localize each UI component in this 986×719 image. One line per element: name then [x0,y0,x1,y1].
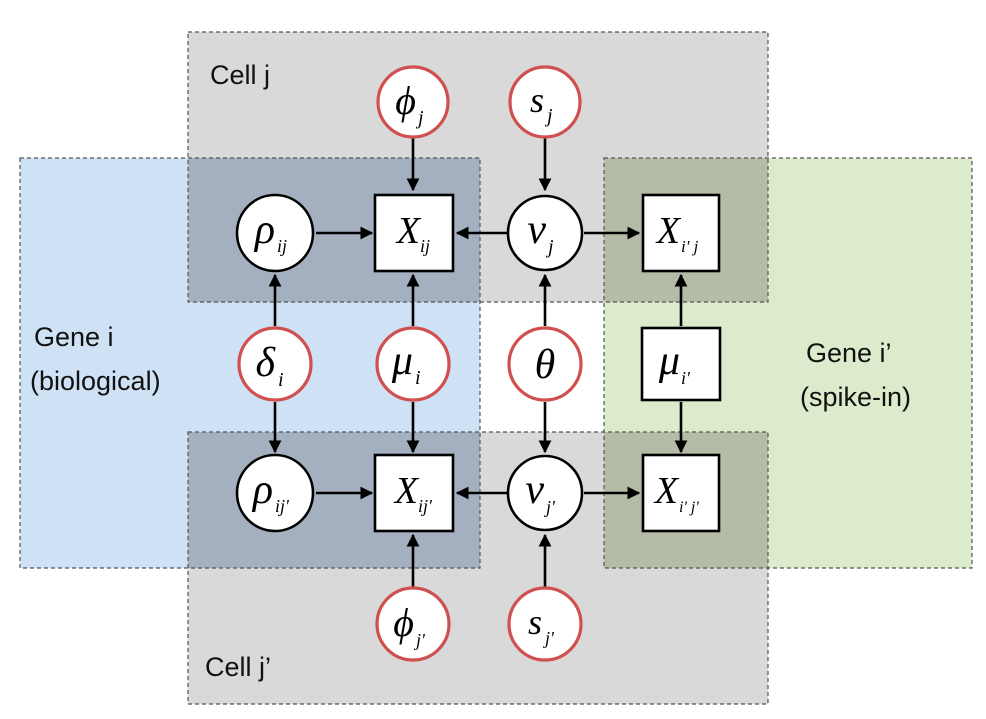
s-j-subscript: j [544,105,553,127]
svg-text:s: s [528,602,542,642]
x-ipjp-node [641,453,721,533]
x-ij-symbol: X [395,210,422,252]
svg-text:i: i [415,367,421,389]
svg-text:ν: ν [527,207,546,253]
svg-text:X: X [655,210,682,252]
delta-i-node [237,326,313,402]
nu-jp-subscript: j' [544,497,556,517]
delta-i-symbol: δ [255,340,276,386]
mu-ip-node [640,326,722,402]
svg-text:X: X [393,470,420,512]
svg-text:j': j' [414,630,426,650]
gene-i-prime-label-line2: (spike-in) [800,382,911,412]
phi-jp-node [375,586,451,662]
svg-text:μ: μ [391,338,413,384]
x-ipjp-subscript: i' j' [679,499,699,516]
svg-text:i' j: i' j [681,237,699,256]
nu-jp-node [506,454,584,532]
svg-text:ϕ: ϕ [393,600,414,645]
x-ipj-subscript: i' j [681,237,699,256]
x-ijp-subscript: ij' [418,496,433,516]
rho-ij-subscript: ij [277,236,287,256]
svg-text:i: i [278,369,284,391]
x-ipj-node [641,193,721,273]
svg-text:j: j [544,105,553,127]
svg-text:ν: ν [525,467,544,513]
cell-j-label: Cell j [210,60,270,90]
gene-i-label-line2: (biological) [30,366,161,396]
svg-text:X: X [653,470,680,512]
cell-j-prime-label: Cell j’ [205,652,271,682]
rho-ijp-symbol: ρ [251,467,273,513]
x-ij-subscript: ij [420,236,430,256]
phi-j-subscript: j [415,107,424,129]
theta-symbol: θ [535,342,556,388]
x-ijp-symbol: X [393,470,420,512]
mu-i-subscript: i [415,367,421,389]
svg-text:i' j': i' j' [679,499,699,516]
s-j-node [508,65,582,139]
svg-text:X: X [395,210,422,252]
svg-text:ρ: ρ [253,207,275,253]
svg-text:δ: δ [255,340,276,386]
cell-j-plate-border [187,31,769,303]
svg-text:ϕ: ϕ [395,78,416,123]
svg-text:j: j [545,236,554,258]
nu-jp-symbol: ν [525,467,544,513]
s-jp-node [507,586,583,662]
svg-text:ij': ij' [275,496,290,516]
phi-j-symbol: ϕ [395,78,416,123]
mu-i-symbol: μ [391,338,413,384]
delta-i-subscript: i [278,369,284,391]
gene-i-prime-label-line1: Gene i’ [806,338,892,368]
svg-text:θ: θ [535,342,556,388]
rho-ij-node [235,193,315,273]
svg-text:ij': ij' [418,496,433,516]
mu-ip-symbol: μ [658,338,680,384]
phi-j-node [376,65,450,139]
rho-ijp-subscript: ij' [275,496,290,516]
s-j-symbol: s [530,80,544,120]
svg-text:j': j' [543,628,555,648]
theta-node [507,326,583,402]
x-ijp-node [373,453,455,533]
svg-text:ρ: ρ [251,467,273,513]
mu-i-node [375,326,451,402]
nu-j-node [506,194,584,272]
phi-jp-symbol: ϕ [393,600,414,645]
gene-i-plate-border [19,157,481,569]
svg-text:ij: ij [277,236,287,256]
x-ipjp-symbol: X [653,470,680,512]
cell-j-prime-plate-border [187,431,769,705]
phi-jp-subscript: j' [414,630,426,650]
rho-ij-symbol: ρ [253,207,275,253]
svg-text:s: s [530,80,544,120]
s-jp-symbol: s [528,602,542,642]
gene-i-prime-plate-border [603,157,973,569]
nu-j-symbol: ν [527,207,546,253]
mu-ip-subscript: i' [681,368,691,388]
x-ipj-symbol: X [655,210,682,252]
gene-i-label-line1: Gene i [34,322,114,352]
svg-text:μ: μ [658,338,680,384]
nu-j-subscript: j [545,236,554,258]
s-jp-subscript: j' [543,628,555,648]
svg-text:i': i' [681,368,691,388]
x-ij-node [373,193,455,273]
svg-text:ij: ij [420,236,430,256]
svg-text:j: j [415,107,424,129]
rho-ijp-node [235,453,315,533]
svg-text:j': j' [544,497,556,517]
